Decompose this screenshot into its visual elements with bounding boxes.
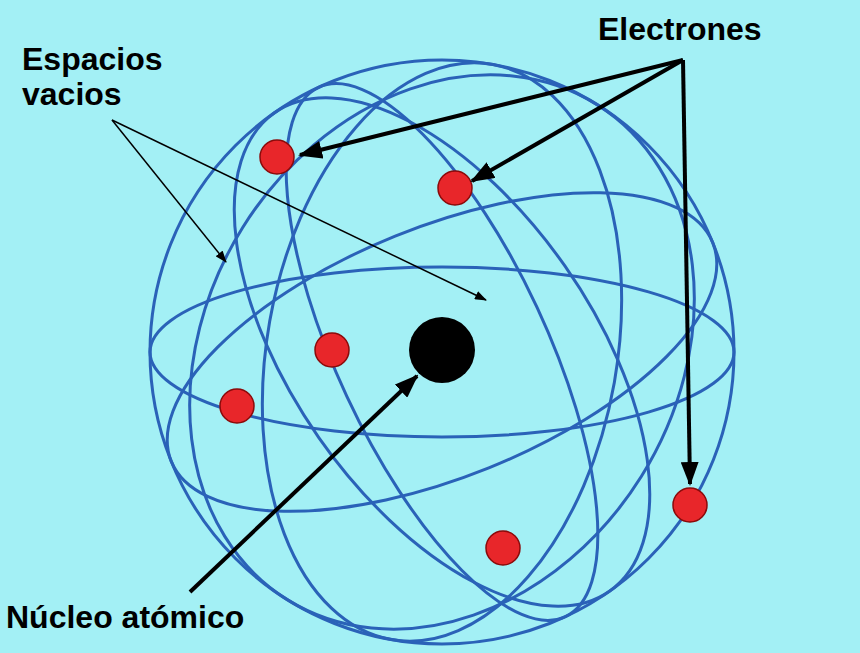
orbit [150,267,734,437]
part-label: Espacios vacios [22,42,197,112]
leader-line [190,376,417,592]
nucleus [409,317,475,383]
electron [673,488,707,522]
part-label: Núcleo atómico [6,600,336,635]
orbit [88,0,796,653]
leader-line [472,60,683,181]
electron [486,531,520,565]
leader-line [683,60,690,484]
leader-line [300,60,683,155]
electron [220,389,254,423]
orbit [219,34,665,653]
orbit [124,127,759,578]
leader-line [112,120,486,300]
part-label: Electrones [598,12,853,47]
electron [315,333,349,367]
electron [438,171,472,205]
electron [260,140,294,174]
orbit [152,27,733,653]
leader-line [112,120,226,262]
